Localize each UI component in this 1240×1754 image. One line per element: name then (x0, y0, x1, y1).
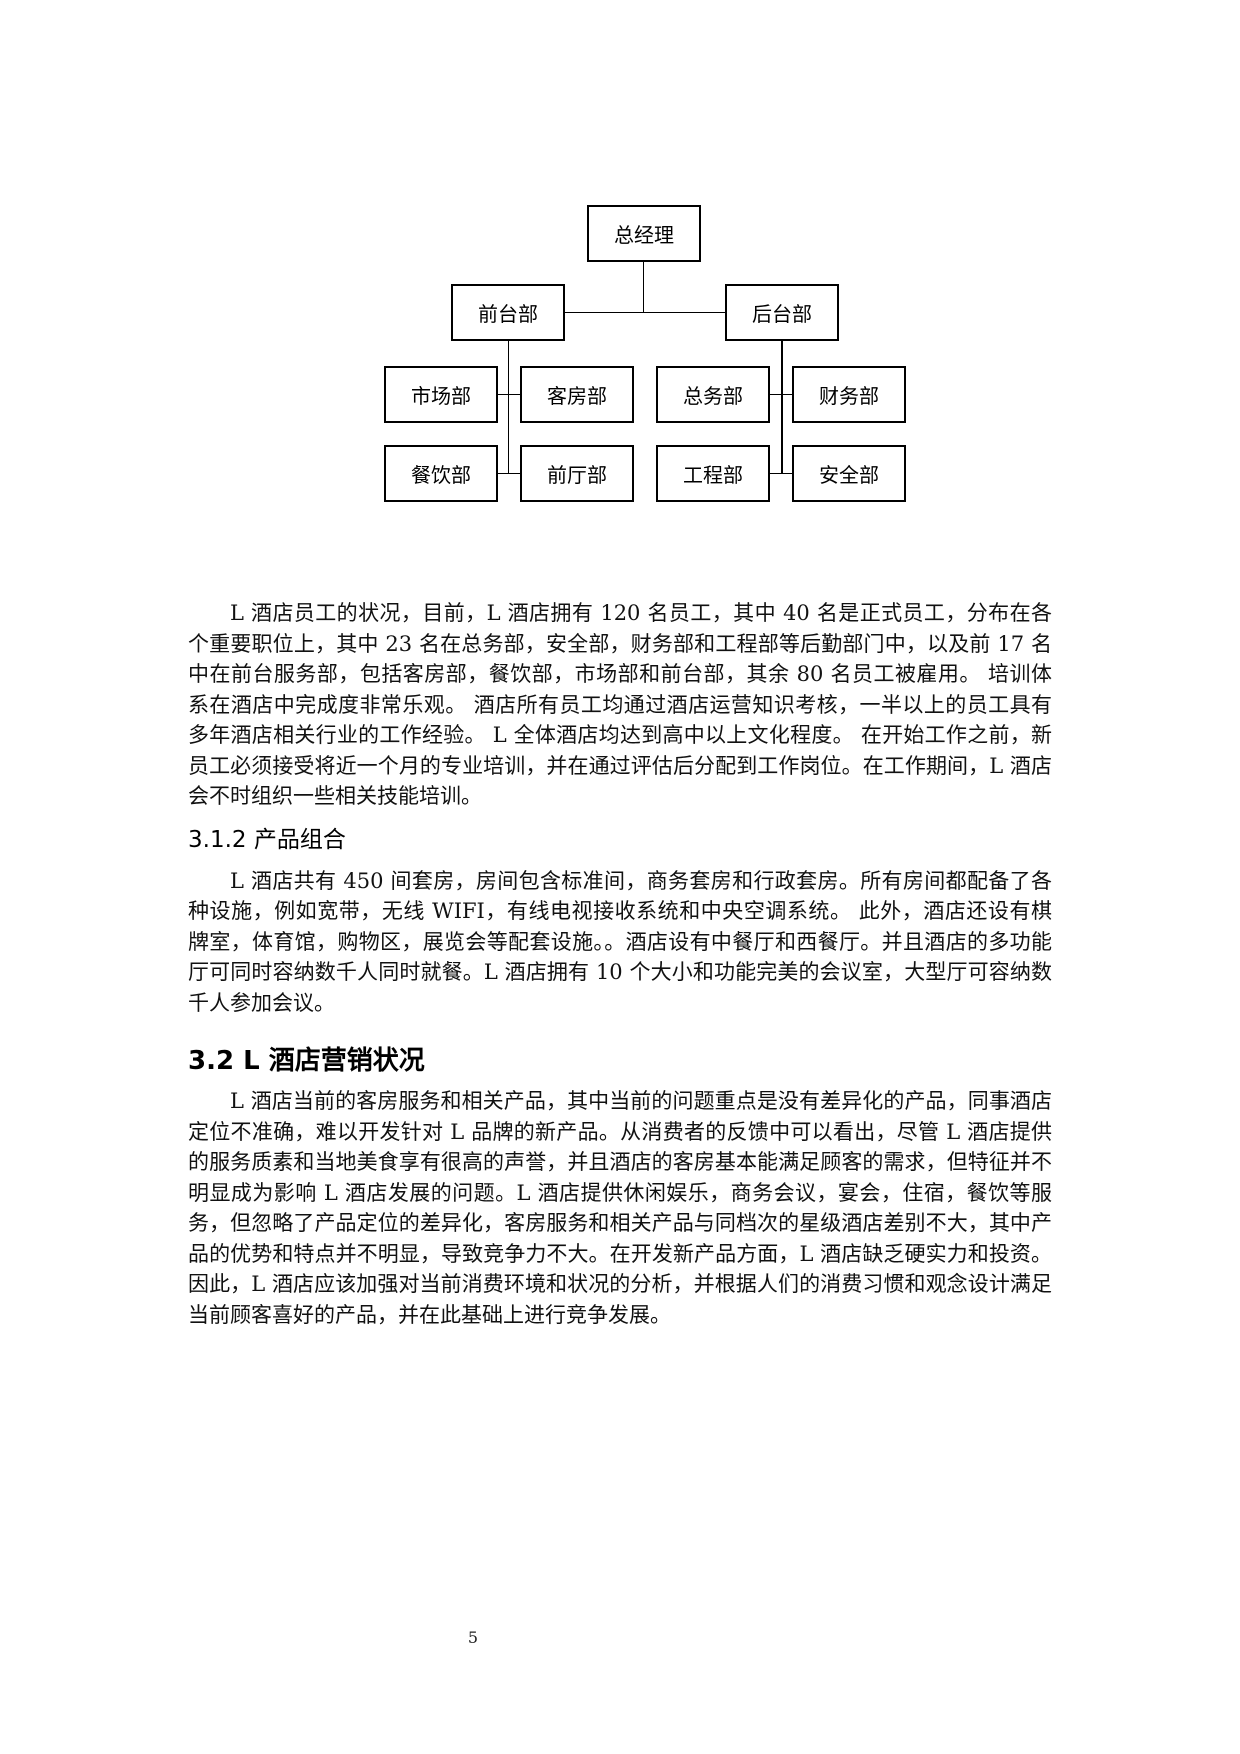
org-node-label: 安全部 (819, 463, 879, 487)
org-node-finance: 财务部 (792, 366, 906, 423)
org-node-label: 餐饮部 (411, 463, 471, 487)
org-node-label: 客房部 (547, 384, 607, 408)
org-node-marketing: 市场部 (384, 366, 498, 423)
org-node-label: 总经理 (614, 223, 674, 247)
org-node-front-office: 前台部 (451, 284, 565, 341)
marketing-status-paragraph: L 酒店当前的客房服务和相关产品，其中当前的问题重点是没有差异化的产品，同事酒店… (188, 1089, 1052, 1327)
org-node-label: 总务部 (683, 384, 743, 408)
connector-front-spine (508, 341, 509, 474)
product-mix-heading: 3.1.2 产品组合 (188, 826, 346, 853)
connector-back-spine (781, 341, 783, 474)
org-node-label: 前厅部 (547, 463, 607, 487)
connector-root-down (643, 262, 644, 313)
org-node-label: 财务部 (819, 384, 879, 408)
org-node-back-office: 后台部 (725, 284, 839, 341)
connector-back-row1 (770, 394, 792, 395)
connector-front-row2 (498, 473, 520, 474)
page-number: 5 (467, 1628, 479, 1647)
org-node-food-beverage: 餐饮部 (384, 445, 498, 502)
org-node-engineering: 工程部 (656, 445, 770, 502)
org-node-general-affairs: 总务部 (656, 366, 770, 423)
org-node-label: 工程部 (683, 463, 743, 487)
org-node-label: 市场部 (411, 384, 471, 408)
staff-paragraph: L 酒店员工的状况，目前，L 酒店拥有 120 名员工，其中 40 名是正式员工… (188, 601, 1052, 808)
connector-front-row1 (498, 394, 520, 395)
product-mix-paragraph: L 酒店共有 450 间套房，房间包含标准间，商务套房和行政套房。所有房间都配备… (188, 868, 1052, 1015)
connector-branch-horizontal (565, 312, 725, 313)
page-body: L 酒店员工的状况，目前，L 酒店拥有 120 名员工，其中 40 名是正式员工… (188, 598, 1052, 1330)
connector-back-row2 (770, 473, 792, 474)
org-node-label: 前台部 (478, 302, 538, 326)
marketing-status-heading: 3.2 L 酒店营销状况 (188, 1046, 425, 1076)
org-node-front-desk: 前厅部 (520, 445, 634, 502)
org-node-label: 后台部 (752, 302, 812, 326)
org-node-rooms: 客房部 (520, 366, 634, 423)
org-chart-diagram: 总经理 前台部 后台部 市场部 客房部 总务部 财务部 餐饮部 前厅部 工程部 … (0, 0, 1240, 540)
org-node-security: 安全部 (792, 445, 906, 502)
org-node-general-manager: 总经理 (587, 205, 701, 262)
